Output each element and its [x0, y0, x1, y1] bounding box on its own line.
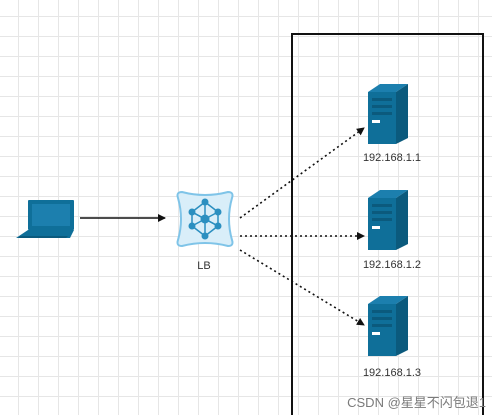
server-icon: [368, 190, 408, 250]
lb-label: LB: [197, 260, 211, 272]
watermark-text: CSDN @星星不闪包退1: [347, 395, 486, 410]
lb-to-server-3-arrow: [239, 249, 365, 326]
network-mesh-icon: [176, 190, 234, 248]
server-2-ip-label: 192.168.1.2: [362, 259, 422, 271]
server-icon: [368, 84, 408, 144]
server-3-ip-label: 192.168.1.3: [362, 367, 422, 379]
server-group-container: [291, 33, 484, 415]
lb-to-server-1-arrow: [239, 127, 365, 219]
server-icon: [368, 296, 408, 356]
laptop-icon: [16, 200, 74, 238]
server-1-ip-label: 192.168.1.1: [362, 152, 422, 164]
